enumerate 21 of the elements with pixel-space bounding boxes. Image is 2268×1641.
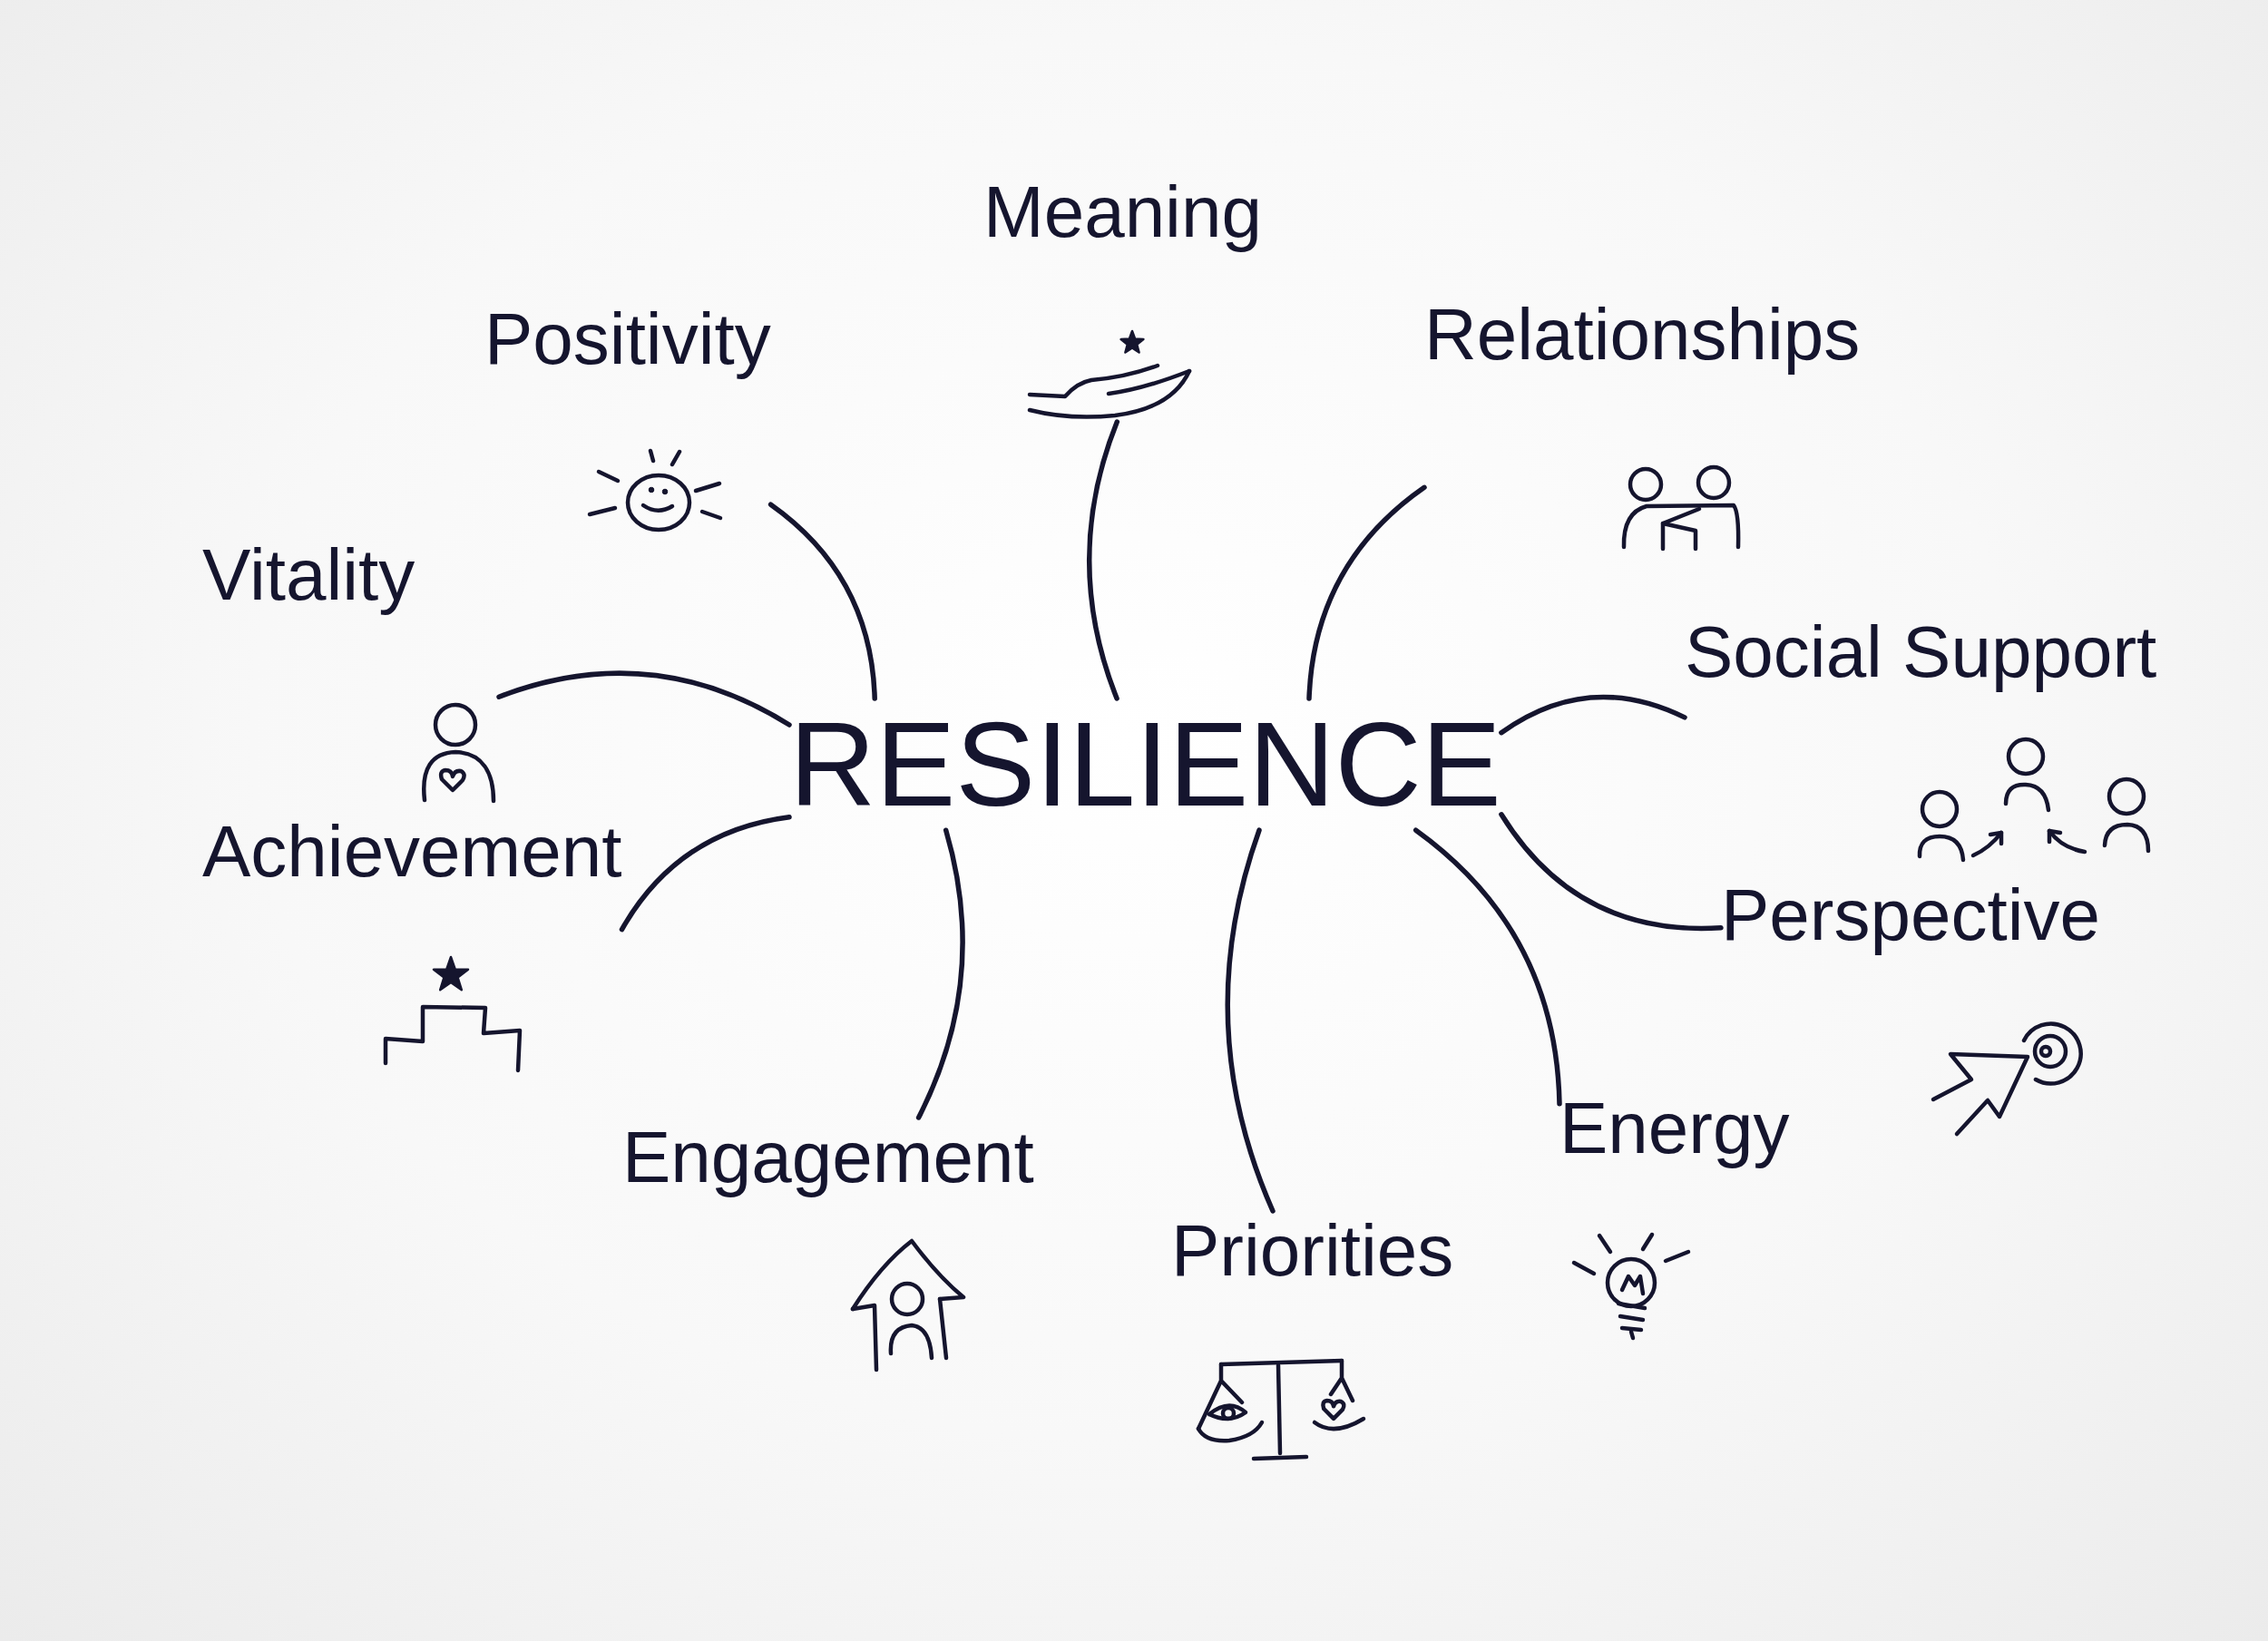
connector-arc <box>619 814 792 933</box>
connector-arc <box>1499 812 1724 932</box>
term-label: Priorities <box>1171 1211 1454 1291</box>
connector-arc <box>1413 827 1562 1107</box>
term-label: Perspective <box>1721 875 2100 955</box>
term-label: Relationships <box>1424 295 1861 375</box>
connector-arc <box>1306 484 1427 701</box>
connector-arc <box>1086 419 1120 701</box>
connector-arc <box>767 502 877 701</box>
connector-arc <box>496 670 792 728</box>
term-label: Vitality <box>202 535 415 615</box>
central-title: RESILIENCE <box>789 698 1501 831</box>
term-label: Energy <box>1559 1089 1790 1168</box>
term-label: Achievement <box>202 812 622 892</box>
connector-arc <box>1225 827 1276 1214</box>
connector-arc <box>1499 694 1687 736</box>
term-label: Engagement <box>622 1118 1034 1197</box>
term-label: Meaning <box>983 172 1262 252</box>
term-label: Positivity <box>484 299 771 379</box>
connector-arc <box>915 827 965 1120</box>
term-label: Social Support <box>1685 612 2157 692</box>
